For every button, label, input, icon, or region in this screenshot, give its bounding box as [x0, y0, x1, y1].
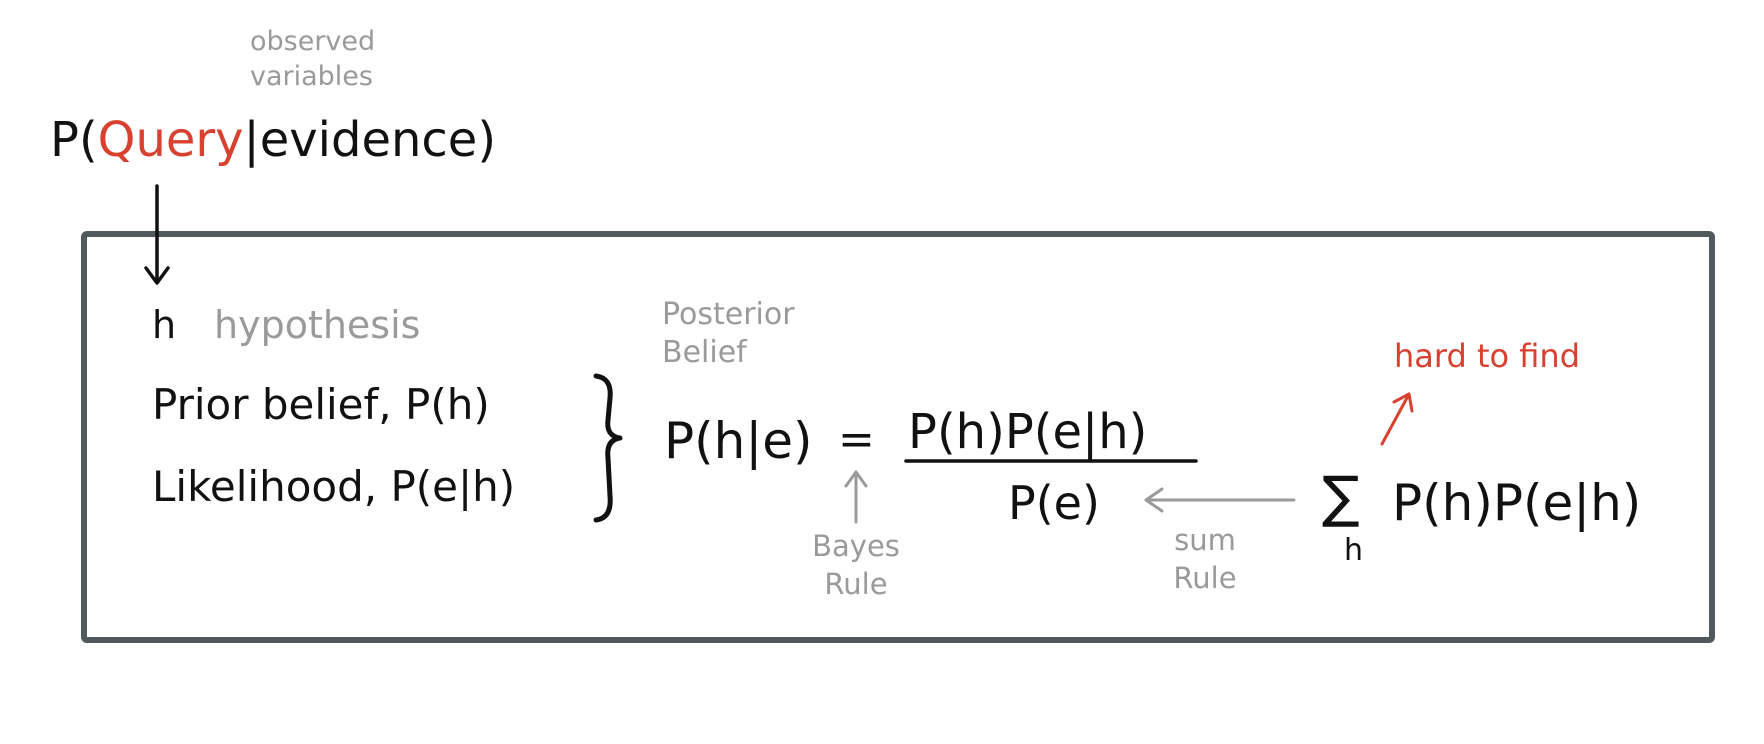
equals-sign: = [838, 414, 875, 465]
query-word: Query [97, 112, 244, 168]
sigma-symbol: ∑ [1322, 465, 1360, 530]
fraction-denominator: P(e) [1008, 476, 1100, 530]
observed-variables-label: observed variables [250, 24, 375, 94]
query-bar: | [243, 112, 260, 168]
sum-rule-arrow [1144, 487, 1296, 513]
hard-to-find-label: hard to find [1394, 337, 1581, 375]
query-down-arrow [144, 184, 170, 285]
likelihood-text: Likelihood, P(e|h) [152, 462, 516, 511]
query-suffix: ) [477, 112, 497, 168]
sum-rule-label: sum Rule [1170, 522, 1240, 597]
query-prefix: P( [50, 112, 98, 168]
sum-label-line2: Rule [1173, 560, 1237, 595]
fraction-numerator: P(h)P(e|h) [908, 404, 1148, 460]
right-curly-brace [593, 373, 623, 523]
prior-belief-text: Prior belief, P(h) [152, 380, 490, 429]
hypothesis-word: hypothesis [214, 303, 421, 347]
posterior-label-line2: Belief [662, 334, 747, 370]
hard-to-find-arrow [1380, 392, 1414, 446]
evidence-word: evidence [259, 112, 478, 168]
posterior-belief-label: Posterior Belief [662, 296, 795, 371]
posterior-label-line1: Posterior [662, 297, 795, 332]
main-box [81, 231, 1715, 643]
posterior-expression: P(h|e) [664, 412, 813, 470]
bayes-rule-arrow [844, 470, 868, 524]
marginal-expression: P(h)P(e|h) [1392, 474, 1642, 532]
bayes-label-line2: Rule [824, 566, 888, 601]
hypothesis-letter: h [152, 303, 177, 347]
observed-label-line2: variables [250, 61, 373, 93]
sigma-subscript: h [1344, 533, 1364, 568]
bayes-rule-label: Bayes Rule [806, 528, 906, 603]
observed-label-line1: observed [250, 26, 376, 57]
query-expression: P(Query|evidence) [50, 116, 496, 164]
sum-label-line1: sum [1174, 523, 1236, 557]
bayes-label-line1: Bayes [812, 529, 900, 563]
